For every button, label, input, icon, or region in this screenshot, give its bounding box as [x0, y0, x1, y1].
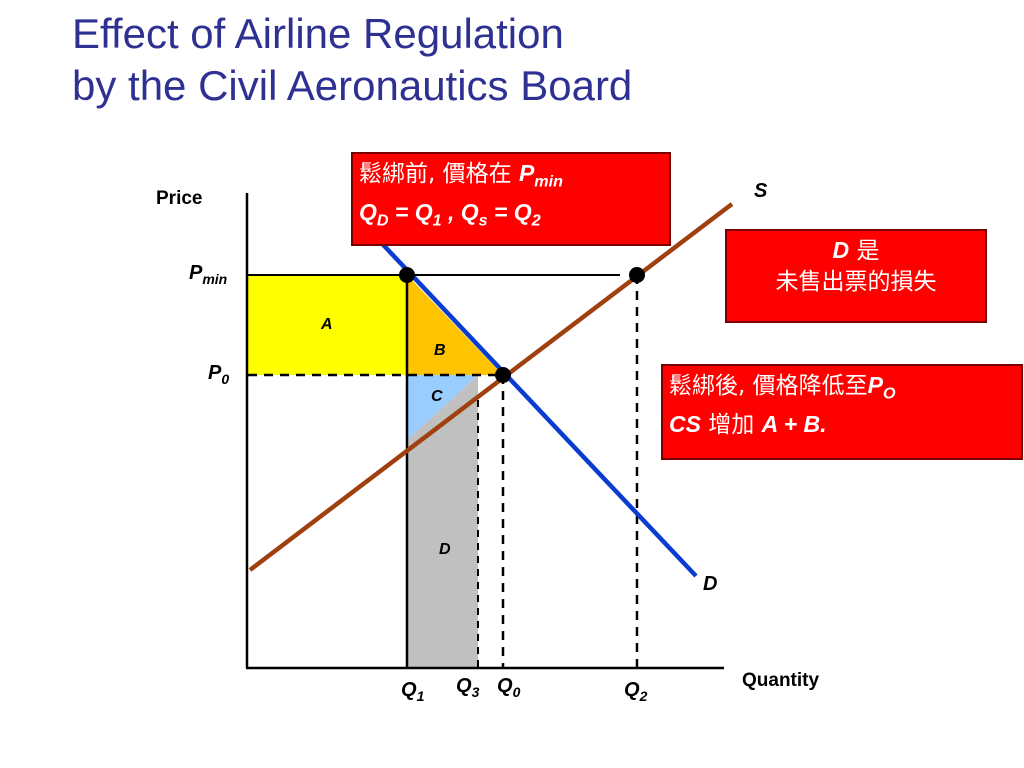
y-axis-label: Price	[156, 188, 203, 209]
title-line-1: Effect of Airline Regulation	[72, 10, 564, 57]
callout-d-line-1: D 是	[832, 237, 880, 264]
pmin-q2-point	[629, 267, 645, 283]
supply-curve-label: S	[754, 180, 768, 202]
callout-after-deregulation: 鬆綁後, 價格降低至PO CS 增加 A + B.	[661, 364, 1023, 460]
title-line-2: by the Civil Aeronautics Board	[72, 62, 633, 109]
q2-label: Q2	[624, 679, 648, 704]
equilibrium-point	[495, 367, 511, 383]
pmin-q1-point	[399, 267, 415, 283]
supply-curve	[248, 202, 734, 572]
q0-label: Q0	[497, 675, 521, 700]
slide-title: Effect of Airline Regulation by the Civi…	[72, 8, 632, 112]
area-a-rect	[248, 275, 407, 375]
pmin-label: Pmin	[189, 262, 228, 287]
region-d-label: D	[439, 541, 451, 558]
region-b-label: B	[434, 342, 446, 359]
p0-label: P0	[208, 362, 230, 387]
area-d-trapezoid	[407, 375, 478, 668]
callout-unsold-tickets-loss: D 是 未售出票的損失	[725, 229, 987, 323]
q1-label: Q1	[401, 679, 425, 704]
demand-curve-label: D	[703, 573, 718, 595]
callout-d-line-2: 未售出票的損失	[775, 269, 937, 295]
region-c-label: C	[431, 388, 443, 405]
area-b-triangle	[407, 275, 503, 375]
callout-after-line-2: CS 增加 A + B.	[669, 410, 827, 438]
callout-before-line-1: 鬆綁前, 價格在 Pmin	[359, 160, 563, 191]
q3-label: Q3	[456, 675, 480, 700]
callout-after-line-1: 鬆綁後, 價格降低至PO	[669, 372, 896, 403]
region-a-label: A	[321, 316, 333, 333]
x-axis-label: Quantity	[742, 670, 820, 691]
callout-before-line-2: QD = Q1 , Qs = Q2	[359, 198, 541, 230]
callout-before-deregulation: 鬆綁前, 價格在 Pmin QD = Q1 , Qs = Q2	[351, 152, 671, 246]
